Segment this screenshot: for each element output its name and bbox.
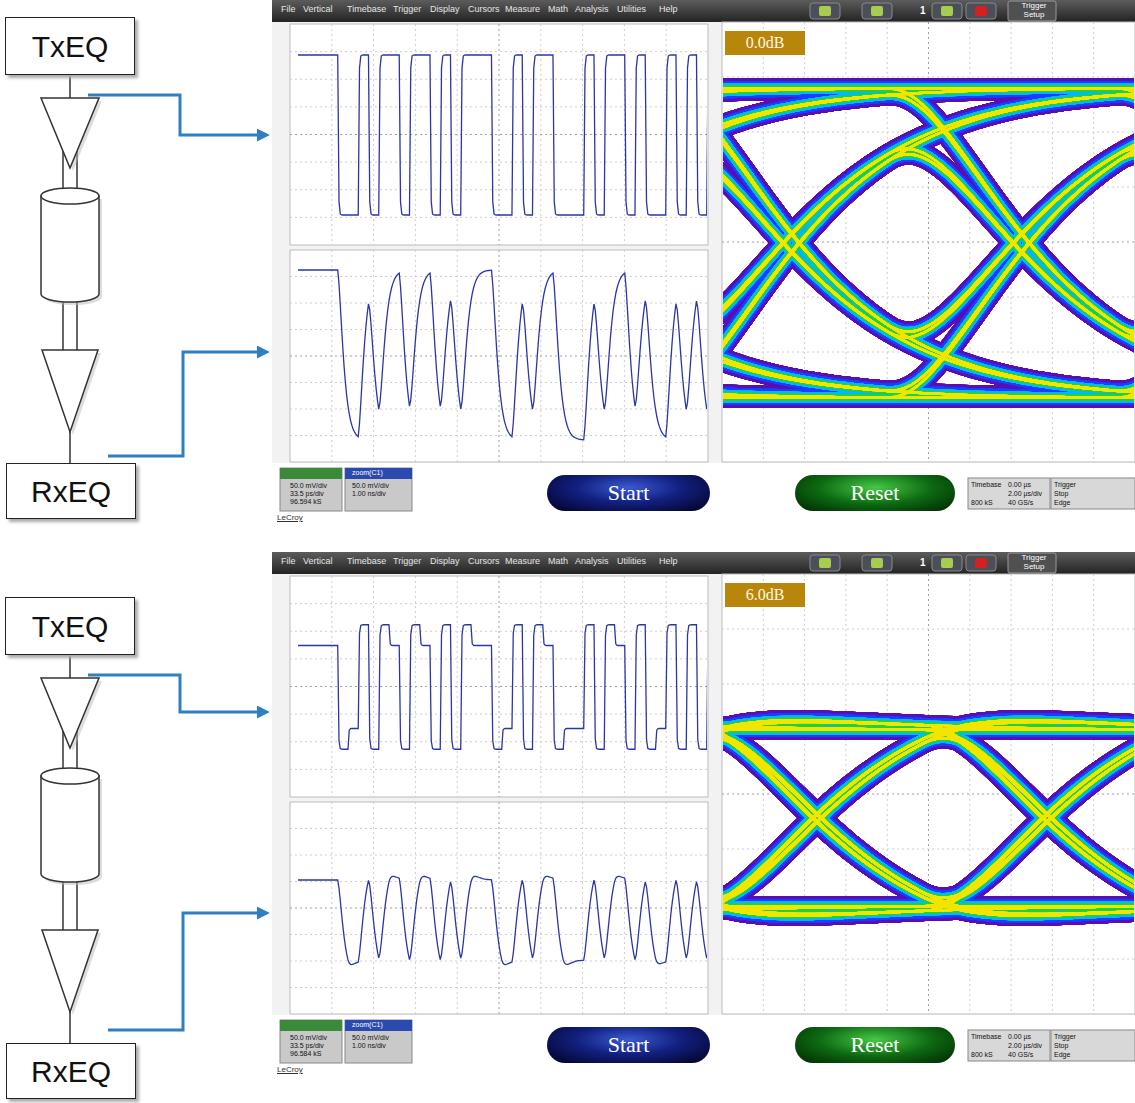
toolbar-icon-core [975,558,987,568]
toolbar-icon-core [941,6,953,16]
toolbar-icon-core [871,558,883,568]
toolbar-icon-core [871,6,883,16]
scope-screenshot [272,552,1135,1077]
toolbar-icon-core [941,558,953,568]
toolbar-icon-core [819,6,831,16]
scope-screenshot [272,0,1135,525]
channel-readout-header [280,468,342,479]
toolbar-icon-core [975,6,987,16]
toolbar-icon-core [819,558,831,568]
